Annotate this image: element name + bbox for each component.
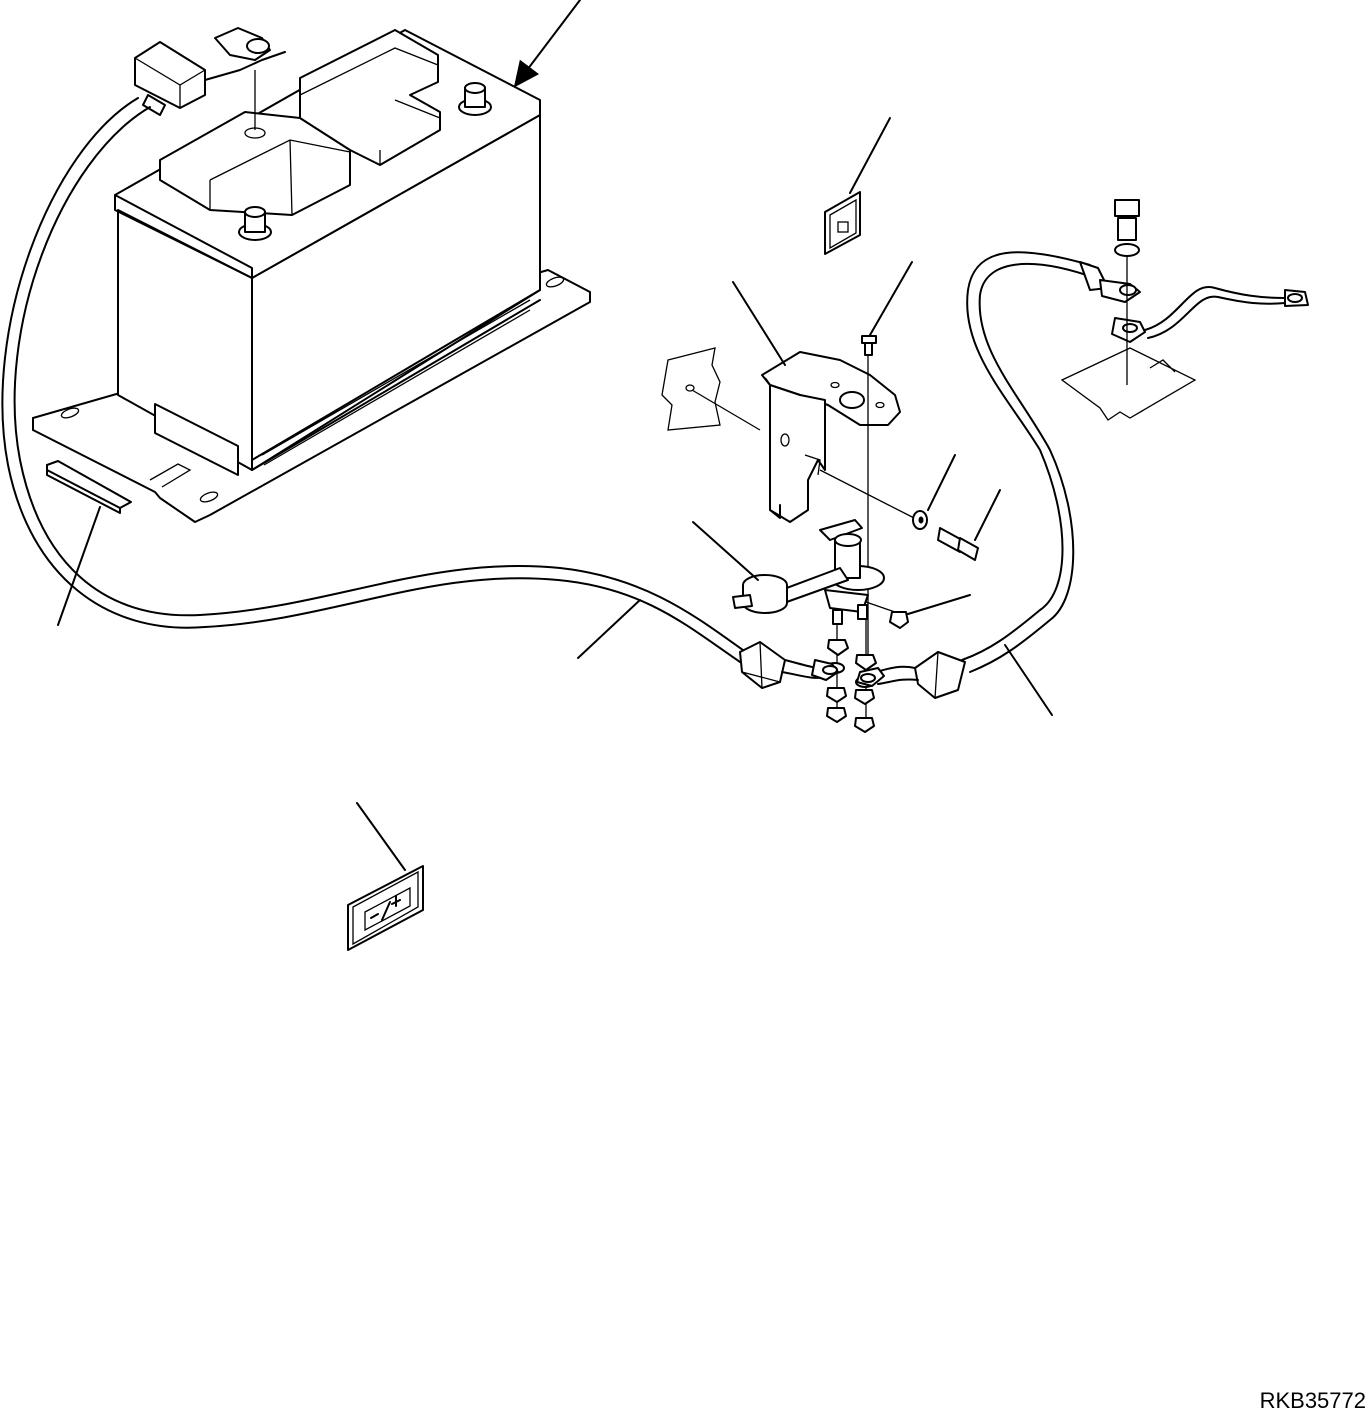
bolt-icon: [937, 527, 979, 561]
ground-cable-icon: [856, 651, 966, 699]
battery-label-leader: [356, 802, 406, 871]
battery-label-icon: [347, 865, 424, 951]
washer-icon: [912, 510, 928, 530]
ground-cable-leader: [1004, 644, 1053, 716]
screw-leader: [869, 261, 913, 336]
caution-label-leader: [849, 117, 891, 194]
battery-pointer: [513, 0, 581, 88]
pad-leader: [57, 506, 101, 626]
battery-cable-icon: [739, 641, 839, 689]
bracket-leader: [732, 281, 786, 366]
switch-bracket-icon: [661, 347, 919, 523]
caution-label-icon: [824, 191, 861, 255]
nut-leader: [907, 594, 971, 615]
nut-icon: [825, 620, 877, 733]
drawing-code: RKB35772: [1259, 1388, 1366, 1413]
battery-disconnect-switch-icon: [819, 519, 885, 625]
battery-hold-down-clamp-icon: [154, 403, 239, 476]
switch-key-icon: [732, 567, 849, 614]
ground-terminal-icon: [1060, 199, 1309, 421]
battery-cable-icon: [1, 27, 751, 663]
battery-cable-leader: [577, 599, 641, 659]
battery-icon: [114, 29, 541, 471]
key-leader: [692, 521, 759, 581]
washer-leader: [927, 454, 956, 511]
bolt-leader: [974, 489, 1001, 541]
nut-icon: [889, 611, 909, 629]
ground-cable-icon: [961, 251, 1141, 673]
pad-strip-icon: [46, 460, 132, 514]
